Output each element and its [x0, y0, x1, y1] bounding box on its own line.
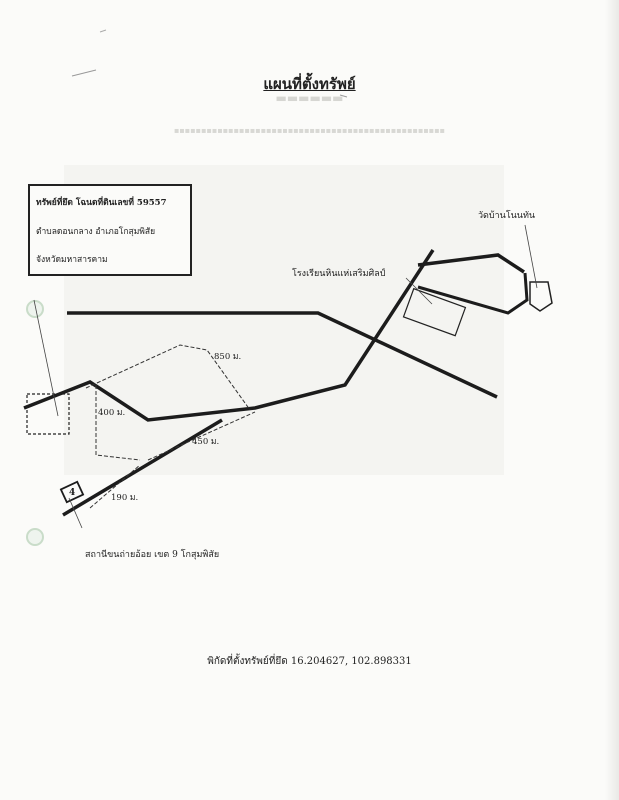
property-plot	[26, 393, 70, 435]
road-temple-loop	[417, 272, 529, 315]
distance-450: 450 ม.	[192, 437, 220, 447]
route-190	[89, 464, 141, 509]
road-to-temple	[417, 253, 525, 274]
road-lower-diagonal	[62, 418, 223, 517]
temple-label: วัดบ้านโนนทัน	[478, 211, 536, 221]
property-info-box: ทรัพย์ที่ยึด โฉนดที่ดินเลขที่ 59557 ตำบล…	[28, 184, 192, 276]
distance-400: 400 ม.	[98, 408, 126, 418]
road-main-horizontal	[67, 311, 498, 399]
bleed-through-title: ▬▬▬▬▬▬	[275, 91, 344, 105]
route-850	[85, 344, 251, 411]
route-400	[95, 385, 141, 461]
coordinates-text: พิกัดที่ตั้งทรัพย์ที่ยึด 16.204627, 102.…	[207, 656, 412, 667]
scan-mark	[99, 29, 107, 33]
station-label: สถานีขนถ่ายอ้อย เขต 9 โกสุมพิสัย	[85, 550, 220, 560]
info-province: จังหวัดมหาสารคาม	[36, 255, 108, 265]
info-deed: ทรัพย์ที่ยึด โฉนดที่ดินเลขที่ 59557	[36, 198, 167, 208]
school-label: โรงเรียนหินแห่เสริมศิลป์	[292, 269, 386, 279]
temple-plot	[529, 281, 553, 312]
page-edge-shadow	[605, 0, 619, 800]
scan-mark	[339, 94, 348, 98]
temple-arrow	[524, 224, 538, 289]
distance-850: 850 ม.	[214, 352, 242, 362]
station-arrow	[68, 497, 83, 529]
station-marker-symbol: 4	[69, 488, 75, 498]
property-arrow	[33, 299, 59, 417]
bleed-through-text: ▪▪▪▪▪▪▪▪▪▪▪▪▪▪▪▪▪▪▪▪▪▪▪▪▪▪▪▪▪▪▪▪▪▪▪▪▪▪▪▪…	[173, 126, 446, 135]
scan-mark	[71, 69, 97, 77]
route-450	[147, 411, 256, 461]
info-subdistrict: ตำบลดอนกลาง อำเภอโกสุมพิสัย	[36, 227, 156, 237]
punch-hole-top	[26, 300, 44, 318]
punch-hole-bottom	[26, 528, 44, 546]
road-main-diagonal	[23, 249, 435, 422]
distance-190: 190 ม.	[111, 493, 139, 503]
page-title: แผนที่ตั้งทรัพย์	[263, 75, 356, 93]
school-plot	[402, 287, 467, 337]
station-marker	[59, 480, 85, 504]
school-arrow	[405, 277, 433, 305]
